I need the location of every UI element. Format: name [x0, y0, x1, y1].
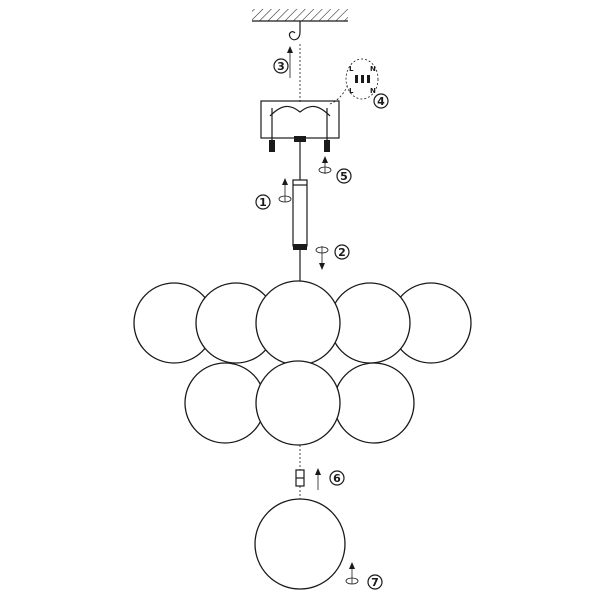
step-5-rotate-arrow-icon — [318, 156, 332, 174]
wiring-callout: L N L N — [329, 58, 379, 105]
step-number: 3 — [277, 60, 285, 73]
step-number: 5 — [340, 170, 348, 183]
globe — [255, 280, 341, 366]
step-6-arrow-icon — [315, 468, 321, 490]
step-badge-7: 7 — [367, 574, 383, 590]
step-7-rotate-arrow-icon — [345, 562, 359, 585]
ceiling-hook-icon — [288, 21, 301, 41]
step-3-arrow-icon — [287, 46, 293, 78]
step-badge-1: 1 — [255, 194, 271, 210]
step-1-rotate-arrow-icon — [278, 178, 292, 203]
ceiling — [252, 9, 348, 22]
step-number: 7 — [371, 576, 379, 589]
globe — [329, 282, 411, 364]
lamp-holder — [295, 469, 305, 487]
step-number: 1 — [259, 196, 267, 209]
step-badge-2: 2 — [334, 244, 350, 260]
step-2-rotate-arrow-icon — [315, 246, 329, 270]
canopy-bracket — [260, 100, 340, 152]
pendant-stem — [292, 142, 308, 282]
step-badge-3: 3 — [273, 58, 289, 74]
detached-globe — [254, 498, 346, 590]
wire-label-live-top: L — [349, 65, 354, 73]
step-badge-5: 5 — [336, 168, 352, 184]
step-number: 4 — [377, 95, 385, 108]
wire-label-live-bottom: L — [349, 87, 354, 95]
wire-label-neutral-bottom: N — [370, 87, 376, 95]
globe — [184, 362, 266, 444]
globe-cluster — [133, 280, 472, 446]
wire-label-neutral-top: N — [370, 65, 376, 73]
globe — [333, 362, 415, 444]
step-number: 6 — [333, 472, 341, 485]
step-number: 2 — [338, 246, 346, 259]
globe — [255, 360, 341, 446]
step-badge-4: 4 — [373, 93, 389, 109]
step-badge-6: 6 — [329, 470, 345, 486]
